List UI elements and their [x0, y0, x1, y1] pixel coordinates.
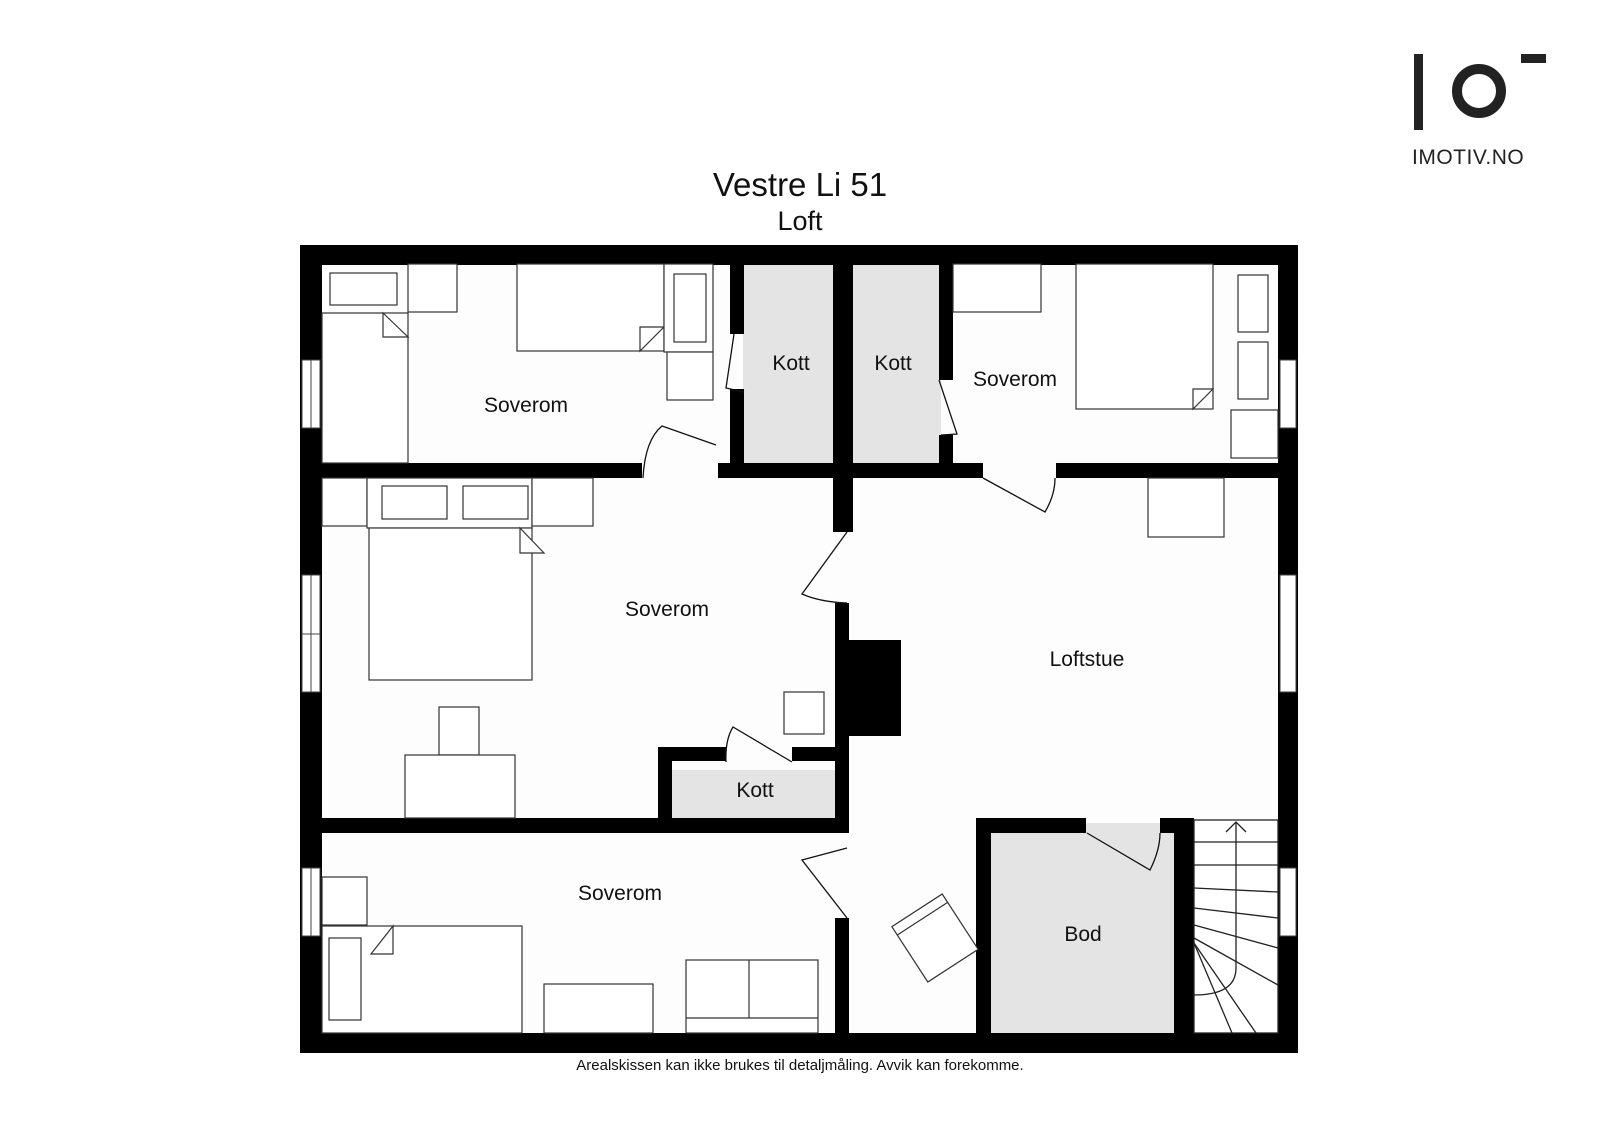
room-label: Soverom — [973, 368, 1057, 391]
room-label: Soverom — [484, 394, 568, 417]
room-label: Soverom — [578, 882, 662, 905]
io-logo-icon — [1414, 54, 1546, 130]
windows — [301, 359, 1297, 937]
furniture — [321, 263, 1279, 1034]
room-label: Kott — [772, 352, 810, 375]
room-label: Bod — [1064, 923, 1101, 946]
brand-name: IMOTIV.NO — [1412, 146, 1525, 169]
room-label: Kott — [736, 779, 774, 802]
stairs[interactable] — [1193, 819, 1279, 1034]
room-label: Kott — [874, 352, 912, 375]
disclaimer-text: Arealskissen kan ikke brukes til detaljm… — [576, 1057, 1024, 1074]
plan-title: Vestre Li 51 — [712, 166, 888, 203]
floor-subtitle: Loft — [777, 206, 823, 236]
doors — [642, 333, 1161, 919]
room-label: Loftstue — [1050, 648, 1125, 671]
room-label: Soverom — [625, 598, 709, 621]
